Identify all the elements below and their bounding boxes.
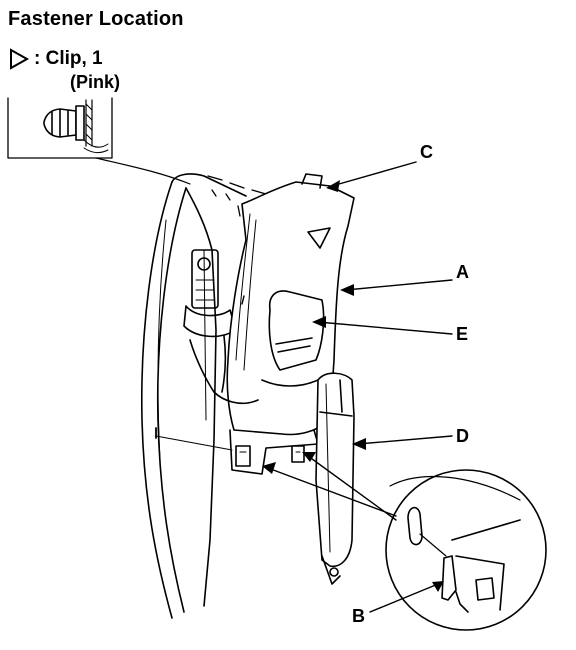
- triangle-outline-icon: [10, 48, 30, 70]
- clip-hole-leader: [155, 435, 233, 451]
- legend-clip-label: : Clip, 1: [34, 48, 103, 69]
- callout-arrowheads: [262, 180, 444, 592]
- callout-d: D: [456, 426, 469, 446]
- callout-a: A: [456, 262, 469, 282]
- upper-pillar-trim: [226, 173, 355, 436]
- diagram-title: Fastener Location: [8, 8, 184, 30]
- magnified-detail: [385, 469, 547, 631]
- callout-b: B: [352, 606, 365, 626]
- clip-inset: [7, 97, 113, 159]
- legend-clip-color: (Pink): [70, 72, 121, 92]
- body-pillar: [140, 173, 247, 619]
- callout-e: E: [456, 324, 469, 344]
- hidden-line: [207, 175, 267, 195]
- lower-pillar-trim: [315, 372, 355, 585]
- callout-c: C: [420, 142, 433, 162]
- belt-webbing: [213, 391, 259, 405]
- callout-leaders: [267, 161, 453, 613]
- legend-row: : Clip, 1: [8, 46, 103, 72]
- inset-leader-line: [95, 157, 191, 185]
